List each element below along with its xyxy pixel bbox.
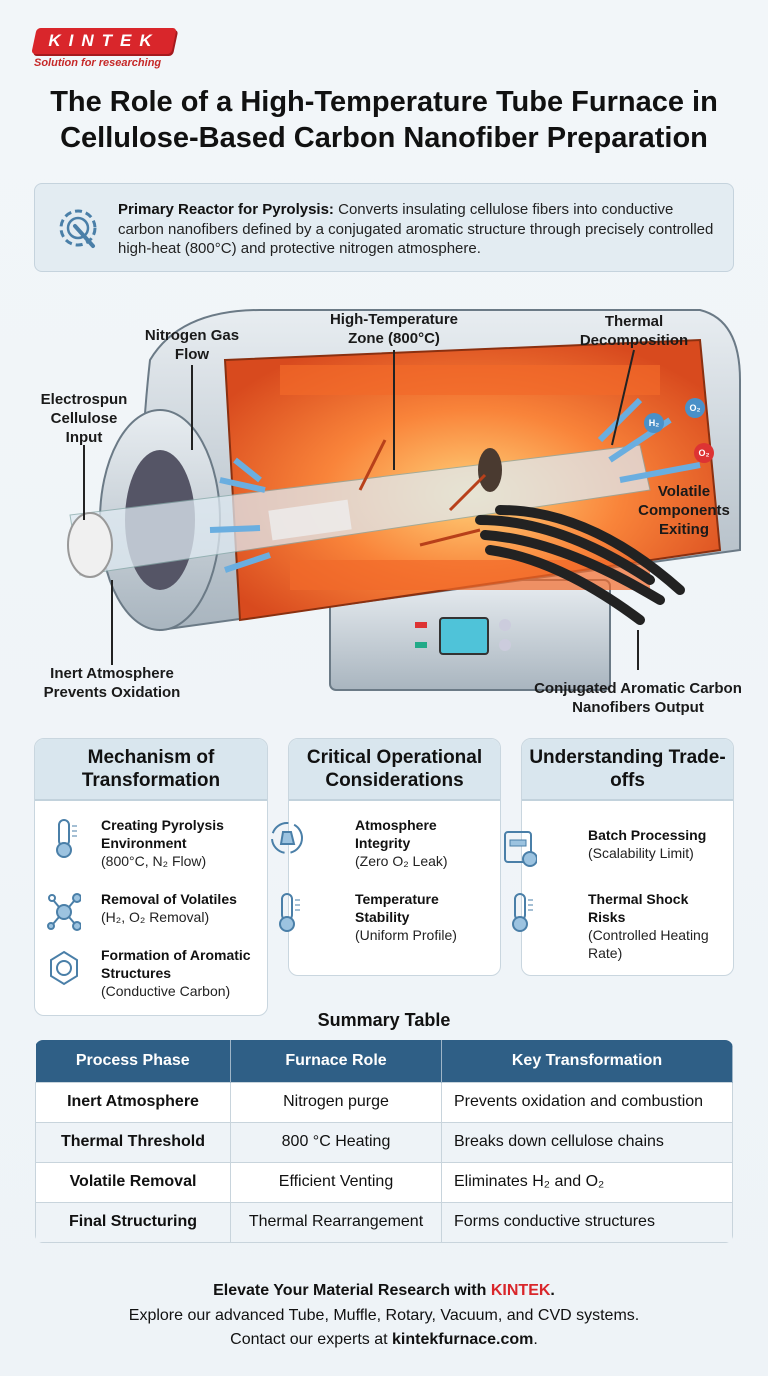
label-inert-atmosphere: Inert Atmosphere Prevents Oxidation xyxy=(43,665,181,701)
cellulose-input xyxy=(67,512,113,578)
card-mechanism: Mechanism of Transformation xyxy=(34,738,268,1016)
label-nanofiber-output: Conjugated Aromatic Carbon Nanofibers Ou… xyxy=(534,680,742,716)
molecule-icon xyxy=(47,893,81,931)
summary-table-title: Summary Table xyxy=(317,1010,451,1030)
website-link[interactable]: kintekfurnace.com xyxy=(392,1331,534,1348)
svg-text:O₂: O₂ xyxy=(690,403,701,413)
brand-tagline: Solution for researching xyxy=(34,57,162,69)
intro-text: Primary Reactor for Pyrolysis: Converts … xyxy=(118,201,714,257)
tube-furnace-diagram: H₂ O₂ O₂ xyxy=(67,309,741,691)
svg-text:H₂: H₂ xyxy=(649,418,660,428)
footer-contact: Contact our experts at kintekfurnace.com… xyxy=(230,1331,538,1348)
heat-arrows xyxy=(358,439,487,547)
card-item: Thermal Shock Risks(Controlled Heating R… xyxy=(588,891,709,961)
svg-text:O₂: O₂ xyxy=(699,448,710,458)
hexagon-ring-icon xyxy=(50,950,78,986)
card-operational-considerations: Critical Operational Considerations xyxy=(288,738,501,976)
carbon-nanofiber-bundle xyxy=(475,505,685,625)
batch-window-icon xyxy=(504,831,537,867)
thermometer-icon xyxy=(512,893,533,932)
gas-molecules: H₂ O₂ O₂ xyxy=(644,398,714,463)
nitrogen-flow-arrows xyxy=(209,457,271,573)
card-item: Formation of Aromatic Structures(Conduct… xyxy=(101,947,251,999)
thermometer-icon xyxy=(279,893,300,932)
label-high-temperature-zone: High-Temperature Zone (800°C) xyxy=(329,311,459,347)
gear-wrench-icon xyxy=(59,209,97,248)
summary-table: Process Phase Furnace Role Key Transform… xyxy=(35,1040,733,1243)
footer-products: Explore our advanced Tube, Muffle, Rotar… xyxy=(128,1307,640,1324)
page-title: The Role of a High-Temperature Tube Furn… xyxy=(50,86,718,154)
label-nitrogen-gas-flow: Nitrogen Gas Flow xyxy=(144,327,240,363)
card-item: Creating Pyrolysis Environment(800°C, N₂… xyxy=(101,817,224,869)
label-volatile-components: Volatile Components Exiting xyxy=(638,483,730,538)
card-item: Removal of Volatiles(H₂, O₂ Removal) xyxy=(101,891,237,925)
footer-cta: Elevate Your Material Research with KINT… xyxy=(213,1282,555,1299)
card-item: Temperature Stability(Uniform Profile) xyxy=(355,891,457,943)
intro-box: Primary Reactor for Pyrolysis: Converts … xyxy=(34,183,734,272)
callout-lines xyxy=(83,349,639,670)
label-cellulose-input: Electrospun Cellulose Input xyxy=(40,391,128,446)
thermometer-icon xyxy=(56,819,77,858)
card-trade-offs: Understanding Trade-offs xyxy=(521,738,734,976)
card-item: Batch Processing(Scalability Limit) xyxy=(588,827,707,861)
control-display xyxy=(439,617,489,655)
label-thermal-decomposition: Thermal Decomposition xyxy=(579,313,689,349)
atmosphere-cycle-icon xyxy=(271,822,303,854)
kintek-logo: KINTEK xyxy=(31,28,177,54)
card-item: Atmosphere Integrity(Zero O₂ Leak) xyxy=(355,817,448,869)
